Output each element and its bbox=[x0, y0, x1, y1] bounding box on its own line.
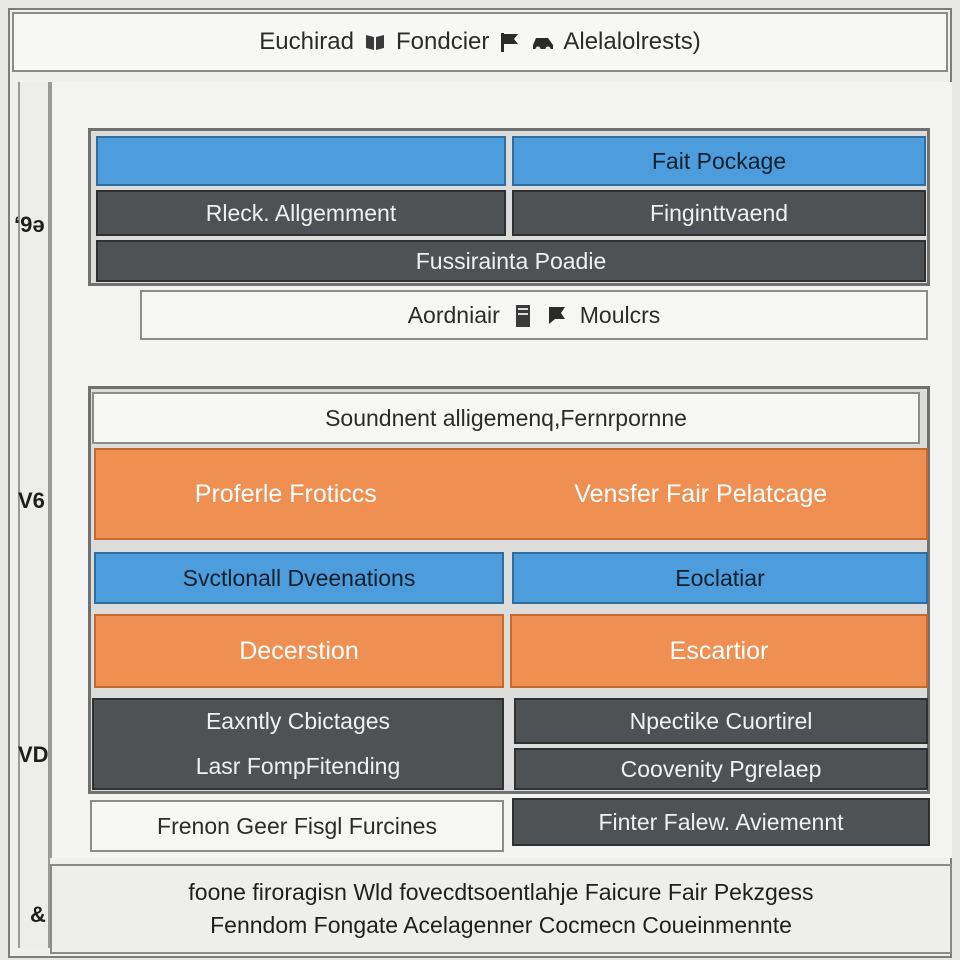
header-title-part-3: Alelalolrests) bbox=[563, 28, 701, 55]
cell-eaxntly-cbictages: Eaxntly Cbictages bbox=[205, 708, 391, 734]
cell-decerstion: Decerstion bbox=[94, 614, 504, 688]
cell-fussirainta-poadie: Fussirainta Poadie bbox=[96, 240, 926, 282]
orange-row-wide: Proferle Froticcs Vensfer Fair Pelatcage bbox=[94, 448, 928, 540]
cell-blue-top-left bbox=[96, 136, 506, 186]
cell-vensfer-fair-pelatcage: Vensfer Fair Pelatcage bbox=[574, 479, 828, 508]
rail-label-low: VD bbox=[18, 742, 49, 767]
cell-rleck-allgemment: Rleck. Allgemment bbox=[96, 190, 506, 236]
diagram-footer: foone firoragisn Wld fovecdtsoentlahje F… bbox=[50, 864, 952, 954]
cell-proferle-froticcs: Proferle Froticcs bbox=[194, 479, 377, 508]
header-title-part-2: Fondcier bbox=[395, 28, 490, 55]
cell-dark-left-stack: Eaxntly Cbictages Lasr FompFitending bbox=[92, 698, 504, 790]
group-bottom-title: Soundnent alligemenq,Fernrpornne bbox=[92, 392, 920, 444]
connector-label-right: Moulcrs bbox=[579, 301, 661, 328]
rail-label-bottom: & bbox=[30, 902, 46, 927]
connector-box: Aordniair Moulcrs bbox=[140, 290, 928, 340]
cell-lasr-fompfitending: Lasr FompFitending bbox=[195, 753, 401, 779]
left-rail bbox=[18, 82, 50, 948]
cell-finginttvaend: Finginttvaend bbox=[512, 190, 926, 236]
header-title-part-1: Euchirad bbox=[259, 28, 354, 55]
cell-eoclatiar: Eoclatiar bbox=[512, 552, 928, 604]
cell-coovenity-pgrelaep: Coovenity Pgrelaep bbox=[514, 748, 928, 790]
cell-svctlonall-dveenations: Svctlonall Dveenations bbox=[94, 552, 504, 604]
rail-label-top: ʻ9ǝ bbox=[14, 212, 45, 237]
cell-finter-falew-aviemennt: Finter Falew. Aviemennt bbox=[512, 798, 930, 846]
book-icon bbox=[364, 31, 386, 53]
flag-icon bbox=[499, 31, 521, 53]
car-icon bbox=[531, 31, 554, 53]
footer-line-2: Fenndom Fongate Acelagenner Cocmecn Coue… bbox=[210, 912, 792, 938]
cell-fait-package: Fait Pockage bbox=[512, 136, 926, 186]
diagram-header: Euchirad Fondcier Alelalolrests) bbox=[12, 12, 948, 72]
server-icon bbox=[512, 304, 534, 327]
cell-frenon-geer-fisgl-furcines: Frenon Geer Fisgl Furcines bbox=[90, 800, 504, 852]
cell-npectike-cuortirel: Npectike Cuortirel bbox=[514, 698, 928, 744]
footer-line-1: foone firoragisn Wld fovecdtsoentlahje F… bbox=[188, 879, 814, 905]
flag-icon bbox=[546, 304, 568, 326]
rail-label-mid: V6 bbox=[18, 488, 45, 513]
cell-escartior: Escartior bbox=[510, 614, 928, 688]
connector-label-left: Aordniair bbox=[407, 301, 500, 328]
